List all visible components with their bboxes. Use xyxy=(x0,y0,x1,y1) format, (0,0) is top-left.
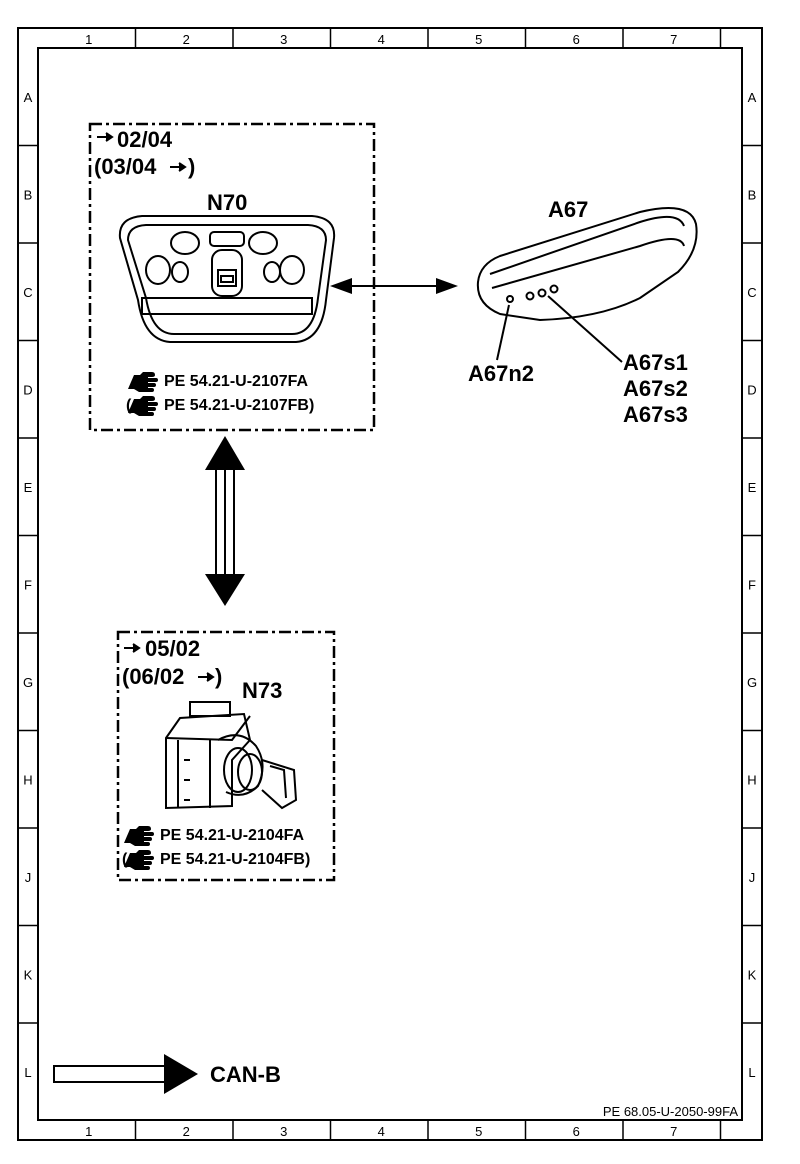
grid-column-label: 6 xyxy=(573,32,580,47)
grid-row-label: K xyxy=(748,967,757,982)
n73-box xyxy=(116,630,336,882)
n73-label: N73 xyxy=(242,678,282,703)
svg-text:): ) xyxy=(215,664,222,689)
grid-column-label: 5 xyxy=(475,32,482,47)
n73-ref-1: PE 54.21-U-2104FA xyxy=(160,827,305,844)
grid-row-label: J xyxy=(749,870,756,885)
grid-column-label: 7 xyxy=(670,1124,677,1139)
grid-column-label: 7 xyxy=(670,32,677,47)
svg-text:(: ( xyxy=(126,397,132,414)
grid-row-label: A xyxy=(748,90,757,105)
grid-column-label: 2 xyxy=(183,32,190,47)
grid-row-label: B xyxy=(24,187,33,202)
double-arrow-n70-n73 xyxy=(205,436,245,606)
grid-column-label: 5 xyxy=(475,1124,482,1139)
grid-row-label: C xyxy=(23,285,32,300)
n70-ref-2: PE 54.21-U-2107FB) xyxy=(164,397,314,414)
grid-row-label: D xyxy=(23,382,32,397)
grid-row-label: G xyxy=(23,675,33,690)
double-arrow-n70-a67 xyxy=(330,278,458,294)
grid-column-label: 6 xyxy=(573,1124,580,1139)
grid-row-label: H xyxy=(23,772,32,787)
grid-row-label: F xyxy=(24,577,32,592)
n73-ignition-switch-image xyxy=(165,701,298,810)
grid-column-label: 4 xyxy=(378,32,385,47)
svg-text:(: ( xyxy=(122,851,128,868)
hand-pointer-icon xyxy=(124,826,154,846)
n70-ref-1: PE 54.21-U-2107FA xyxy=(164,373,309,390)
grid-column-label: 2 xyxy=(183,1124,190,1139)
arrow-right-icon xyxy=(198,672,215,682)
a67s1-label: A67s1 xyxy=(623,350,688,375)
grid-row-label: F xyxy=(748,577,756,592)
grid-row-label: L xyxy=(748,1065,755,1080)
a67n2-label: A67n2 xyxy=(468,361,534,386)
arrow-right-icon xyxy=(97,132,114,142)
grid-row-label: L xyxy=(24,1065,31,1080)
document-reference: PE 68.05-U-2050-99FA xyxy=(603,1104,738,1119)
arrow-right-icon xyxy=(124,643,141,653)
grid-row-label: A xyxy=(24,90,33,105)
a67n2-leader xyxy=(496,304,510,361)
n70-box xyxy=(88,122,376,432)
a67s2-label: A67s2 xyxy=(623,376,688,401)
grid-row-label: G xyxy=(747,675,757,690)
n70-label: N70 xyxy=(207,190,247,215)
grid-row-label: D xyxy=(747,382,756,397)
hand-pointer-icon xyxy=(128,396,158,416)
n70-date-to: (03/04 xyxy=(94,154,157,179)
grid-ticks xyxy=(18,28,762,1140)
grid-column-label: 3 xyxy=(280,1124,287,1139)
a67s3-label: A67s3 xyxy=(623,402,688,427)
sheet-frame xyxy=(17,27,763,1141)
n73-date-from: 05/02 xyxy=(145,636,200,661)
grid-column-label: 1 xyxy=(85,32,92,47)
n73-ref-2: PE 54.21-U-2104FB) xyxy=(160,851,310,868)
grid-column-label: 3 xyxy=(280,32,287,47)
hand-pointer-icon xyxy=(124,850,154,870)
a67s-leader xyxy=(547,295,623,363)
n70-overhead-control-panel-image xyxy=(118,215,336,343)
n73-date-to: (06/02 xyxy=(122,664,184,689)
n70-date-from: 02/04 xyxy=(117,127,173,152)
svg-text:): ) xyxy=(188,154,195,179)
grid-row-label: B xyxy=(748,187,757,202)
grid-column-label: 1 xyxy=(85,1124,92,1139)
arrow-right-icon xyxy=(170,162,187,172)
hand-pointer-icon xyxy=(128,372,158,392)
grid-row-label: J xyxy=(25,870,32,885)
can-b-legend-arrow xyxy=(53,1054,198,1094)
grid-row-label: C xyxy=(747,285,756,300)
grid-row-label: E xyxy=(24,480,33,495)
a67-label: A67 xyxy=(548,197,588,222)
can-b-label: CAN-B xyxy=(210,1062,281,1087)
grid-row-label: K xyxy=(24,967,33,982)
grid-column-label: 4 xyxy=(378,1124,385,1139)
a67-rearview-mirror-image xyxy=(476,207,698,322)
grid-row-label: E xyxy=(748,480,757,495)
grid-row-label: H xyxy=(747,772,756,787)
